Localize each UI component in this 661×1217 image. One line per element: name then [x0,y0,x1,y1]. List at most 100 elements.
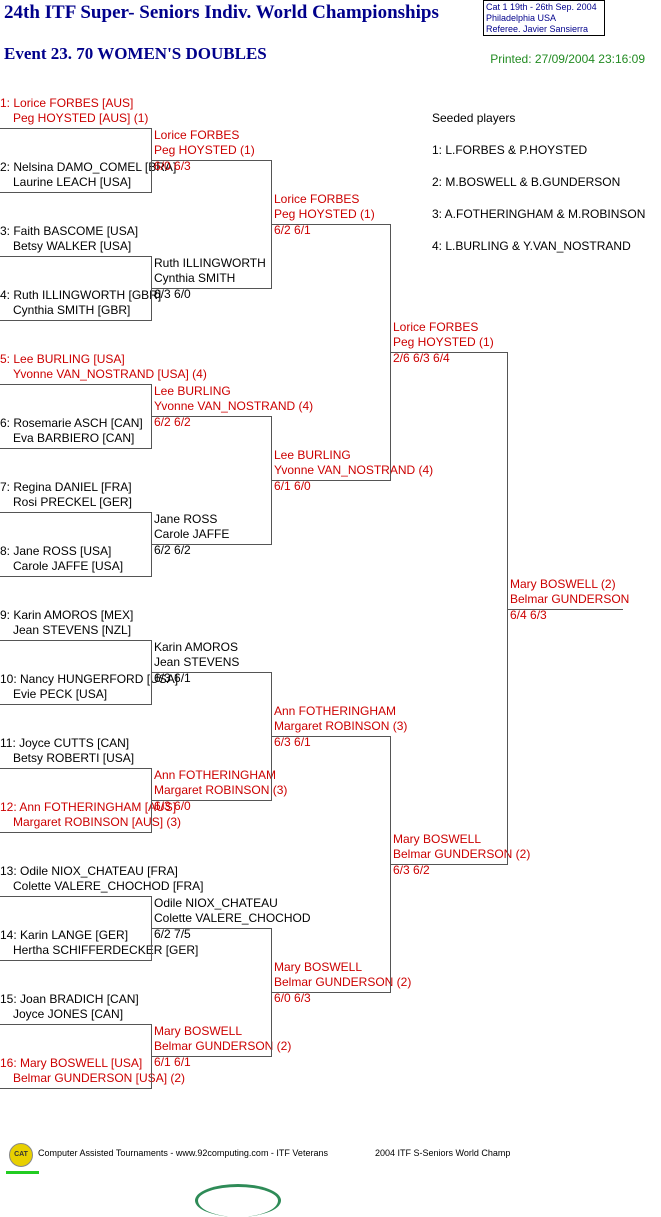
bracket-line [151,928,272,929]
winner-partner: Colette VALERE_CHOCHOD [154,911,311,925]
seed-entry: 3: A.FOTHERINGHAM & M.ROBINSON [432,207,646,221]
winner-name: Odile NIOX_CHATEAU [154,896,278,910]
partner-entry: Colette VALERE_CHOCHOD [FRA] [13,879,204,893]
champion-partner: Belmar GUNDERSON [510,592,630,606]
player-entry: 9: Karin AMOROS [MEX] [0,608,134,622]
footer-credit: Computer Assisted Tournaments - www.92co… [38,1148,328,1158]
winner-name: Karin AMOROS [154,640,239,654]
winner-name: Lee BURLING [154,384,231,398]
winner-partner: Carole JAFFE [154,527,230,541]
winner-name: Lorice FORBES [154,128,240,142]
winner-partner: Belmar GUNDERSON (2) [393,847,531,861]
match-score: 6/3 6/0 [154,287,191,301]
footer-event-name: 2004 ITF S-Seniors World Champ [375,1148,511,1158]
match-score: 6/3 6/0 [154,799,191,813]
winner-partner: Peg HOYSTED (1) [274,207,375,221]
player-entry: 10: Nancy HUNGERFORD [USA] [0,672,179,686]
bracket-line [390,864,508,865]
printed-timestamp: Printed: 27/09/2004 23:16:09 [490,52,645,66]
bracket-line [0,1088,152,1089]
winner-name: Mary BOSWELL [154,1024,243,1038]
partner-entry: Belmar GUNDERSON [USA] (2) [13,1071,186,1085]
bracket-line [151,1056,272,1057]
winner-name: Ruth ILLINGWORTH [154,256,266,270]
winner-name: Lorice FORBES [274,192,360,206]
seed-entry: 2: M.BOSWELL & B.GUNDERSON [432,175,621,189]
seeded-players-heading: Seeded players [432,111,516,125]
bracket-line [0,384,152,385]
bracket-line [507,609,623,610]
seed-entry: 4: L.BURLING & Y.VAN_NOSTRAND [432,239,631,253]
winner-partner: Peg HOYSTED (1) [393,335,494,349]
partner-entry: Evie PECK [USA] [13,687,108,701]
player-entry: 1: Lorice FORBES [AUS] [0,96,134,110]
player-entry: 7: Regina DANIEL [FRA] [0,480,132,494]
player-entry: 14: Karin LANGE [GER] [0,928,129,942]
bracket-line [0,128,152,129]
bracket-line [151,160,272,161]
bracket-line [0,832,152,833]
player-entry: 15: Joan BRADICH [CAN] [0,992,139,1006]
bracket-line [0,704,152,705]
match-score: 6/0 6/3 [274,991,311,1005]
winner-partner: Margaret ROBINSON (3) [154,783,288,797]
match-score: 6/3 6/1 [274,735,311,749]
winner-partner: Peg HOYSTED (1) [154,143,255,157]
partner-entry: Yvonne VAN_NOSTRAND [USA] (4) [13,367,207,381]
player-entry: 2: Nelsina DAMO_COMEL [BRA] [0,160,177,174]
winner-partner: Margaret ROBINSON (3) [274,719,408,733]
winner-name: Mary BOSWELL [393,832,482,846]
partner-entry: Eva BARBIERO [CAN] [13,431,135,445]
bracket-line [0,512,152,513]
winner-partner: Belmar GUNDERSON (2) [154,1039,292,1053]
winner-name: Ann FOTHERINGHAM [274,704,397,718]
tournament-title: 24th ITF Super- Seniors Indiv. World Cha… [4,2,439,23]
champion-name: Mary BOSWELL (2) [510,577,616,591]
partner-entry: Margaret ROBINSON [AUS] (3) [13,815,182,829]
bracket-line [0,192,152,193]
partner-entry: Hertha SCHIFFERDECKER [GER] [13,943,199,957]
bracket-line [0,256,152,257]
match-score: 6/1 6/0 [274,479,311,493]
player-entry: 4: Ruth ILLINGWORTH [GBR] [0,288,162,302]
bracket-line [271,480,391,481]
player-entry: 8: Jane ROSS [USA] [0,544,112,558]
bracket-line [0,960,152,961]
partner-entry: Laurine LEACH [USA] [13,175,132,189]
bracket-line [0,1024,152,1025]
bracket-line [151,672,272,673]
bracket-line [151,288,272,289]
winner-partner: Yvonne VAN_NOSTRAND (4) [154,399,314,413]
info-dates: Cat 1 19th - 26th Sep. 2004 [486,2,597,12]
winner-name: Lee BURLING [274,448,351,462]
bracket-line [390,352,508,353]
match-score: 2/6 6/3 6/4 [393,351,450,365]
partner-entry: Jean STEVENS [NZL] [13,623,132,637]
final-score: 6/4 6/3 [510,608,547,622]
player-entry: 6: Rosemarie ASCH [CAN] [0,416,143,430]
bracket-line [271,224,391,225]
partner-entry: Peg HOYSTED [AUS] (1) [13,111,149,125]
match-score: 6/2 6/1 [274,223,311,237]
event-title: Event 23. 70 WOMEN'S DOUBLES [4,44,267,63]
winner-partner: Belmar GUNDERSON (2) [274,975,412,989]
cat-logo-icon: CAT [9,1143,33,1167]
winner-name: Mary BOSWELL [274,960,363,974]
stamp-logo-icon [195,1184,281,1217]
bracket-line [271,736,391,737]
partner-entry: Carole JAFFE [USA] [13,559,124,573]
bracket-line [0,320,152,321]
match-score: 6/2 7/5 [154,927,191,941]
winner-partner: Yvonne VAN_NOSTRAND (4) [274,463,434,477]
player-entry: 13: Odile NIOX_CHATEAU [FRA] [0,864,178,878]
partner-entry: Betsy WALKER [USA] [13,239,132,253]
player-entry: 16: Mary BOSWELL [USA] [0,1056,143,1070]
player-entry: 5: Lee BURLING [USA] [0,352,125,366]
bracket-line [151,800,272,801]
player-entry: 12: Ann FOTHERINGHAM [AUS] [0,800,177,814]
bracket-line [0,640,152,641]
winner-partner: Jean STEVENS [154,655,240,669]
match-score: 6/2 6/2 [154,543,191,557]
player-entry: 11: Joyce CUTTS [CAN] [0,736,130,750]
info-referee: Referee. Javier Sansierra [486,24,589,34]
